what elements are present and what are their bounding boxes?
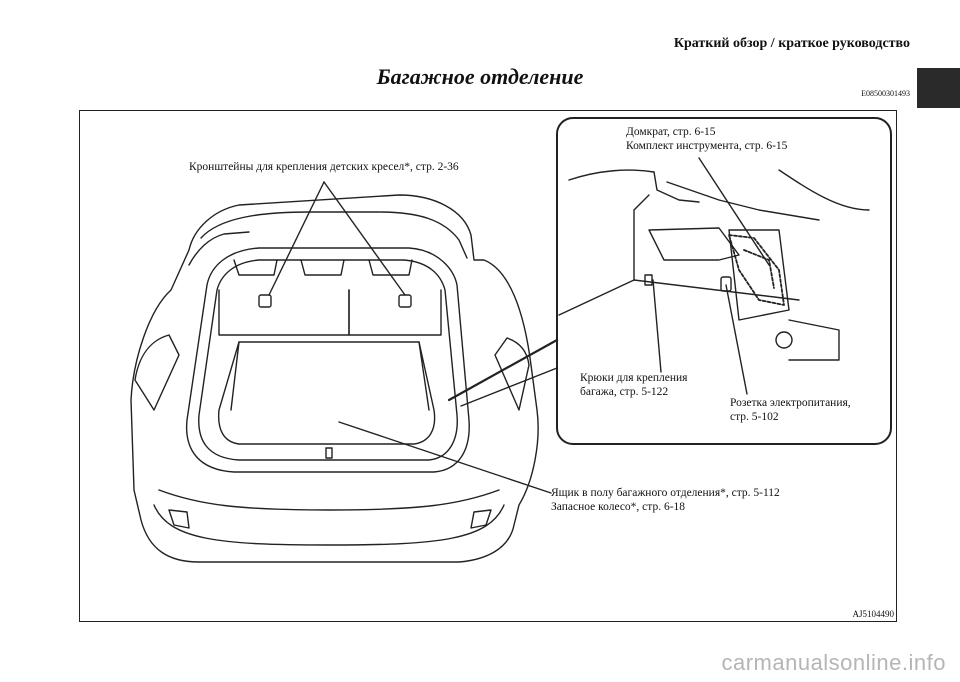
section-tab bbox=[917, 68, 960, 108]
watermark: carmanualsonline.info bbox=[721, 650, 946, 675]
label-luggage-hooks-page: багажа, стр. 5-122 bbox=[580, 386, 669, 398]
label-floor-box: Ящик в полу багажного отделения*, стр. 5… bbox=[551, 487, 780, 499]
label-power-socket-page: стр. 5-102 bbox=[730, 411, 779, 423]
section-header: Краткий обзор / краткое руководство bbox=[673, 36, 910, 51]
label-luggage-hooks: Крюки для крепления bbox=[580, 372, 688, 384]
figure-code: AJ5104490 bbox=[852, 609, 894, 619]
label-toolkit: Комплект инструмента, стр. 6-15 bbox=[626, 140, 788, 152]
figure-frame bbox=[79, 110, 897, 622]
label-child-seat-brackets: Кронштейны для крепления детских кресел*… bbox=[189, 161, 459, 173]
label-jack: Домкрат, стр. 6-15 bbox=[626, 126, 716, 138]
label-power-socket: Розетка электропитания, bbox=[730, 397, 851, 409]
trunk-illustration bbox=[130, 117, 892, 563]
page-title: Багажное отделение bbox=[376, 64, 584, 89]
page-code: E08500301493 bbox=[861, 89, 910, 98]
label-spare-wheel: Запасное колесо*, стр. 6-18 bbox=[551, 501, 686, 513]
